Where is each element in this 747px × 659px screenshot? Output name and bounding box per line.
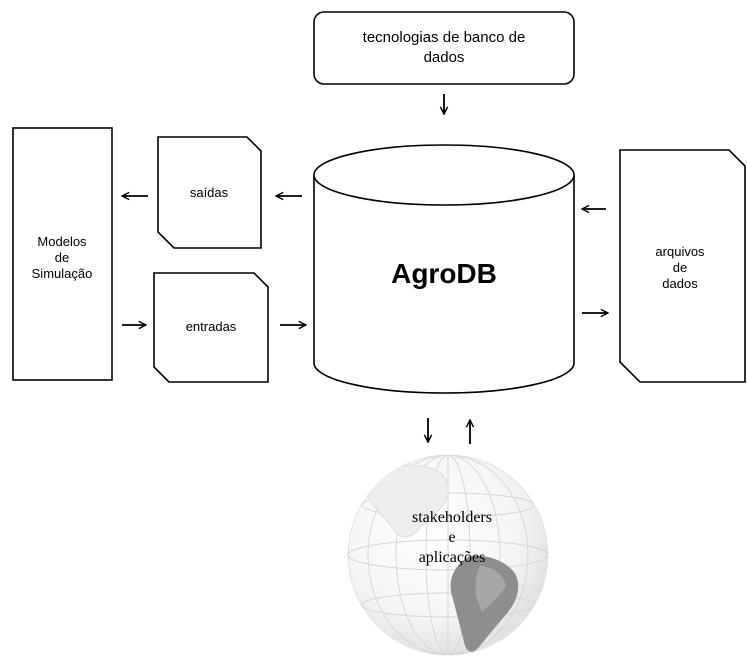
stakeholders-line2: e [448,529,455,546]
technologies-label-line2: dados [424,49,465,66]
data-files-node: arquivos de dados [619,149,746,383]
outputs-card [157,136,262,249]
data-files-line3: dados [662,276,698,291]
connector-arrows [122,94,608,444]
database-label: AgroDB [391,258,497,289]
inputs-node: entradas [153,272,269,383]
simulation-models-box [12,127,113,381]
data-files-line1: arquivos [655,244,705,259]
stakeholders-line1: stakeholders [412,509,492,526]
stakeholders-line3: aplicações [419,549,486,566]
cylinder-body [313,175,575,394]
technologies-node: tecnologias de banco de dados [313,11,575,85]
outputs-label: saídas [190,185,229,200]
agrodb-database: AgroDB [313,144,575,394]
simulation-models-line1: Modelos [37,234,87,249]
simulation-models-node: Modelos de Simulação [12,127,113,381]
inputs-label: entradas [186,319,237,334]
stakeholders-globe: stakeholders e aplicações [347,454,549,656]
globe-parallel [361,592,535,618]
simulation-models-line2: de [55,250,69,265]
globe-parallel [348,539,548,571]
globe-meridian [395,455,501,655]
inputs-card [153,272,269,383]
technologies-box [313,11,575,85]
technologies-label-line1: tecnologias de banco de [363,29,526,46]
globe-meridian [425,455,471,655]
globe-meridian [367,455,529,655]
data-files-line2: de [673,260,687,275]
outputs-node: saídas [157,136,262,249]
simulation-models-line3: Simulação [32,266,93,281]
land-highlight [475,566,506,612]
data-files-card [619,149,746,383]
cylinder-top [313,144,575,206]
north-america-landmass [366,464,449,538]
